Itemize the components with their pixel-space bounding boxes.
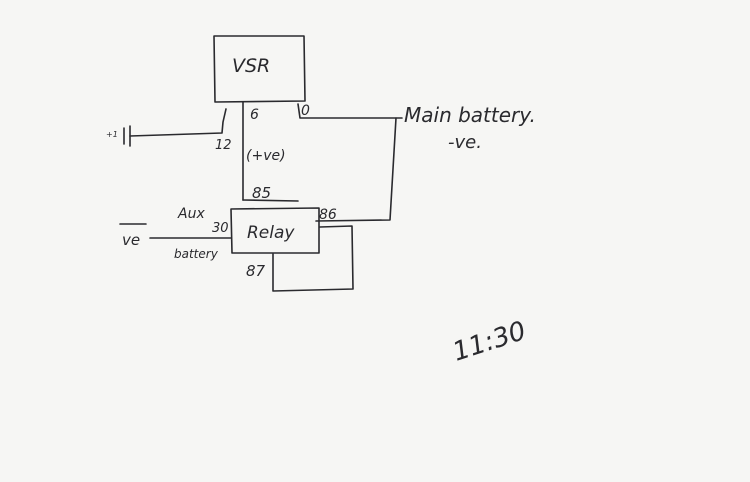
time-note: 11:30 bbox=[449, 316, 530, 368]
ground-symbol bbox=[123, 125, 131, 147]
relay-label: Relay bbox=[247, 223, 295, 243]
wire-pin-87-loop bbox=[272, 225, 354, 292]
positive-note: (+ve) bbox=[246, 148, 286, 164]
main-battery-label: Main battery. bbox=[404, 103, 536, 127]
wire-terminal-0-to-86 bbox=[297, 103, 397, 222]
pin-87: 87 bbox=[246, 262, 266, 280]
aux-battery-bottom-label: battery bbox=[174, 247, 219, 261]
terminal-6: 6 bbox=[250, 107, 259, 123]
terminal-0: 0 bbox=[301, 103, 310, 119]
pin-85-line bbox=[242, 199, 299, 202]
main-battery-neg-label: -ve. bbox=[448, 132, 482, 153]
terminal-12: 12 bbox=[215, 138, 232, 153]
pin-85: 85 bbox=[252, 184, 271, 202]
aux-battery-top-label: Aux bbox=[177, 206, 205, 222]
aux-neg-label: ve bbox=[122, 231, 140, 249]
small-mark: +1 bbox=[106, 130, 118, 139]
pin-86: 86 bbox=[319, 207, 337, 223]
vsr-box bbox=[213, 35, 306, 103]
wire-terminal-12 bbox=[129, 108, 227, 137]
pin-30: 30 bbox=[212, 221, 229, 236]
vsr-label: VSR bbox=[232, 55, 270, 77]
